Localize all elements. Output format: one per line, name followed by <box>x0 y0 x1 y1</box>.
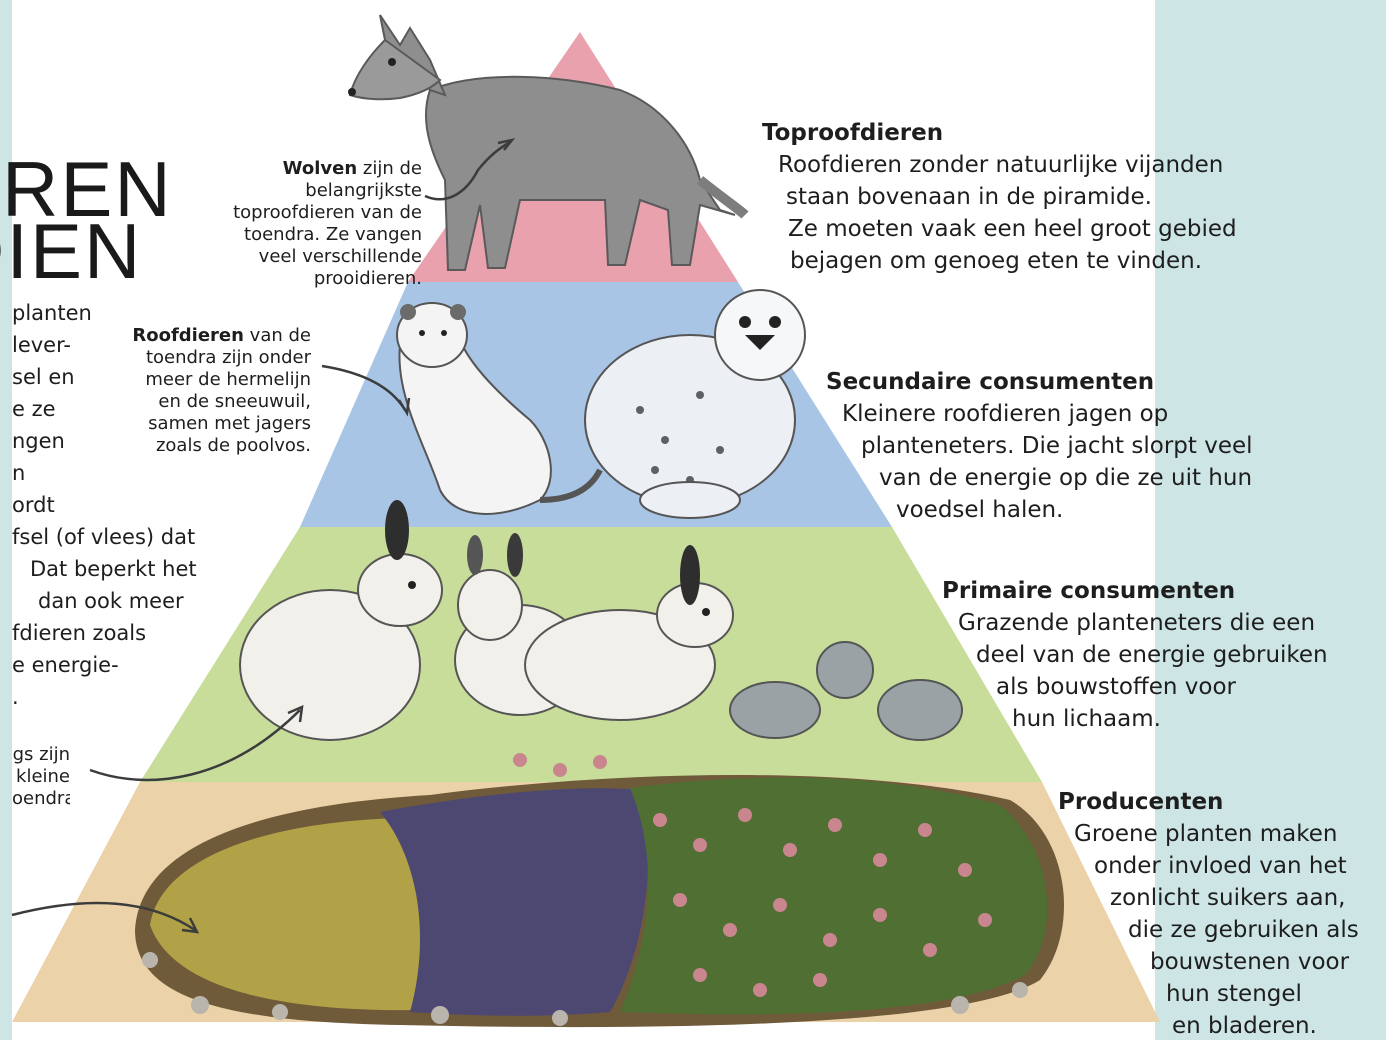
callout-line: kleine <box>16 766 70 787</box>
callout-line: belangrijkste <box>305 180 422 201</box>
callout-line: gs zijn <box>12 744 70 765</box>
callout-line: meer de hermelijn <box>145 369 311 390</box>
predators-callout: Roofdieren van de toendra zijn onder mee… <box>95 325 311 457</box>
intro-line: sel en <box>12 365 75 389</box>
hares-and-lemmings-illustration <box>239 500 963 741</box>
callout-text: zijn de <box>357 158 422 179</box>
level-top-predators: Toproofdieren Roofdieren zonder natuurli… <box>762 117 1237 277</box>
level-line: die ze gebruiken als <box>1128 917 1359 943</box>
level-heading: Toproofdieren <box>762 120 944 146</box>
callout-line: veel verschillende <box>258 246 422 267</box>
level-heading: Secundaire consumenten <box>826 369 1155 395</box>
level-line: Kleinere roofdieren jagen op <box>842 401 1169 427</box>
intro-line: lever- <box>12 333 71 357</box>
level-secondary-consumers: Secundaire consumenten Kleinere roofdier… <box>826 366 1253 526</box>
callout-bold: Wolven <box>282 158 358 179</box>
level-line: bouwstenen voor <box>1150 949 1350 975</box>
level-heading: Producenten <box>1058 789 1224 815</box>
intro-line: ordt <box>12 493 55 517</box>
lemmings-callout: gs zijn kleine oendra. <box>12 744 70 810</box>
level-line: deel van de energie gebruiken <box>976 642 1328 668</box>
callout-line: toendra. Ze vangen <box>244 224 422 245</box>
level-line: voedsel halen. <box>896 497 1064 523</box>
callout-line: oendra. <box>12 788 70 809</box>
level-line: van de energie op die ze uit hun <box>879 465 1253 491</box>
intro-line: e energie- <box>12 653 119 677</box>
callout-line: toendra zijn onder <box>145 347 311 368</box>
callout-line: prooidieren. <box>313 268 422 289</box>
wolves-callout: Wolven zijn de belangrijkste toproofdier… <box>170 158 422 290</box>
level-line: zonlicht suikers aan, <box>1110 885 1346 911</box>
page-title-line1: EREN <box>0 145 173 233</box>
callout-line: zoals de poolvos. <box>155 435 311 456</box>
right-panel-background <box>1155 0 1386 1040</box>
tundra-vegetation-illustration <box>135 753 1064 1028</box>
intro-line: dan ook meer <box>38 589 184 613</box>
callout-line: en de sneeuwuil, <box>158 391 311 412</box>
callout-bold: Roofdieren <box>132 325 244 346</box>
intro-line: e ze <box>12 397 56 421</box>
left-panel-background <box>0 0 12 1040</box>
level-line: Groene planten maken <box>1074 821 1338 847</box>
level-line: en bladeren. <box>1172 1013 1317 1039</box>
level-line: hun stengel <box>1166 981 1302 1007</box>
level-line: bejagen om genoeg eten te vinden. <box>790 248 1203 274</box>
intro-line: ngen <box>12 429 65 453</box>
intro-line: fsel (of vlees) dat <box>12 525 196 549</box>
level-line: planteneters. Die jacht slorpt veel <box>861 433 1253 459</box>
level-primary-consumers: Primaire consumenten Grazende plantenete… <box>942 575 1328 735</box>
level-line: onder invloed van het <box>1094 853 1347 879</box>
level-line: staan bovenaan in de piramide. <box>786 184 1152 210</box>
intro-line: fdieren zoals <box>12 621 147 645</box>
intro-line: planten <box>12 301 92 325</box>
callout-arrows <box>11 138 516 934</box>
level-line: hun lichaam. <box>1012 706 1161 732</box>
page-title-line2: DIEN <box>0 207 143 295</box>
stoat-and-snowy-owl-illustration <box>396 289 806 519</box>
callout-text: van de <box>243 325 311 346</box>
level-line: Roofdieren zonder natuurlijke vijanden <box>778 152 1224 178</box>
callout-line: toproofdieren van de <box>233 202 422 223</box>
intro-line: . <box>12 685 19 709</box>
level-line: Ze moeten vaak een heel groot gebied <box>788 216 1237 242</box>
intro-line: Dat beperkt het <box>30 557 197 581</box>
callout-line: samen met jagers <box>148 413 311 434</box>
intro-line: n <box>12 461 26 485</box>
level-producers: Producenten Groene planten maken onder i… <box>1058 786 1359 1042</box>
level-line: Grazende planteneters die een <box>958 610 1316 636</box>
level-line: als bouwstoffen voor <box>996 674 1237 700</box>
wolf-illustration <box>348 14 749 271</box>
level-heading: Primaire consumenten <box>942 578 1236 604</box>
